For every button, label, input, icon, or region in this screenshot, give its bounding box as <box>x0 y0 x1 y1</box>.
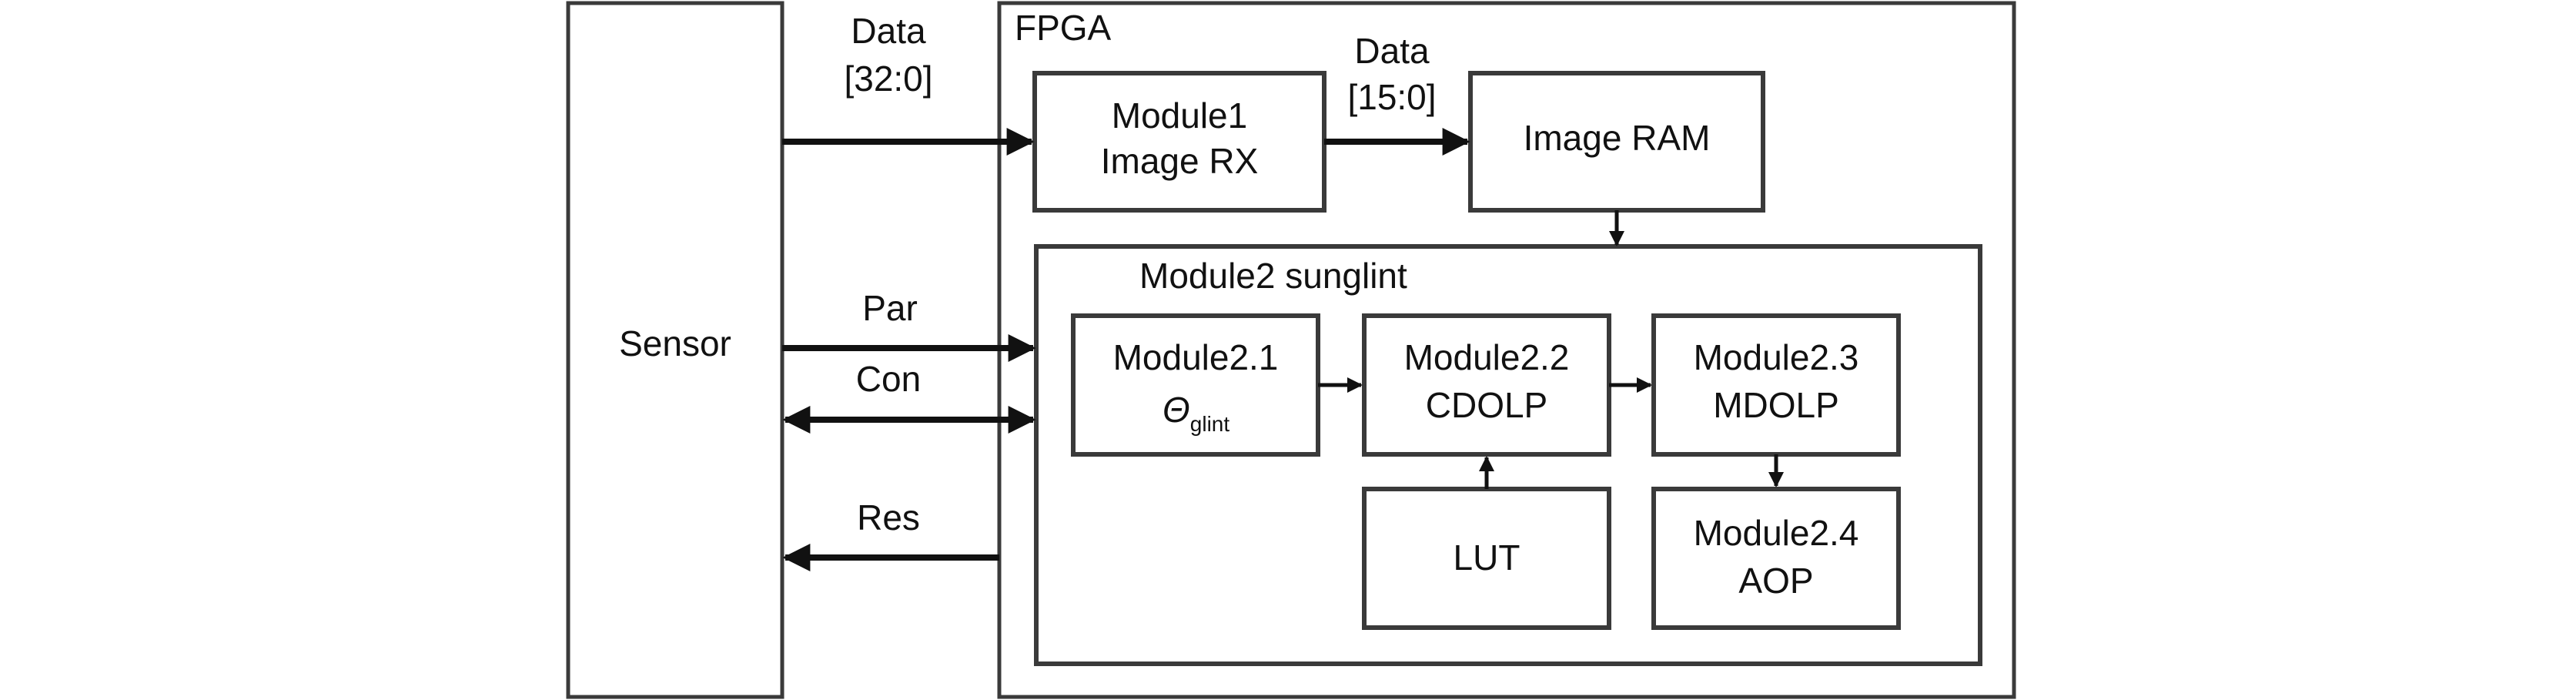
res-signal: Res <box>782 497 999 571</box>
fpga-label: FPGA <box>1015 8 1112 48</box>
module2-4-aop-block: Module2.4 AOP <box>1651 487 1901 630</box>
data-15-label-line2: [15:0] <box>1347 77 1436 117</box>
con-signal: Con <box>782 359 1036 434</box>
module1-title: Module1 <box>1112 95 1247 136</box>
data-15-label-line1: Data <box>1354 31 1430 71</box>
module2-2-subtitle: CDOLP <box>1426 385 1547 425</box>
sensor-block: Sensor <box>566 1 785 699</box>
module1-image-rx-block: Module1 Image RX <box>1032 71 1326 213</box>
data-32-label-line1: Data <box>851 11 926 51</box>
module1-subtitle: Image RX <box>1101 141 1259 181</box>
module2-label: Module2 sunglint <box>1139 256 1407 296</box>
par-signal: Par <box>782 288 1036 362</box>
module2-4-subtitle: AOP <box>1738 561 1813 601</box>
theta-symbol: Θ <box>1163 390 1190 430</box>
res-label: Res <box>857 497 920 538</box>
par-label: Par <box>862 288 918 328</box>
module2-3-mdolp-block: Module2.3 MDOLP <box>1651 313 1901 457</box>
module2-3-title: Module2.3 <box>1694 337 1859 377</box>
data-32-signal: Data [32:0] <box>782 11 1035 156</box>
sensor-label: Sensor <box>619 323 731 363</box>
module2-2-cdolp-block: Module2.2 CDOLP <box>1362 313 1611 457</box>
lut-block: LUT <box>1362 487 1611 630</box>
module2-4-title: Module2.4 <box>1694 513 1859 553</box>
module2-1-theta-glint-block: Module2.1 Θglint <box>1071 313 1320 457</box>
image-ram-label: Image RAM <box>1524 118 1711 158</box>
module2-2-title: Module2.2 <box>1404 337 1570 377</box>
con-label: Con <box>856 359 921 399</box>
glint-subscript: glint <box>1190 412 1230 436</box>
lut-label: LUT <box>1454 538 1521 578</box>
theta-glint-symbol: Θglint <box>1163 390 1229 436</box>
data-15-signal: Data [15:0] <box>1324 31 1470 156</box>
image-ram-block: Image RAM <box>1468 71 1765 213</box>
module2-3-subtitle: MDOLP <box>1713 385 1839 425</box>
data-32-label-line2: [32:0] <box>844 59 932 99</box>
module2-1-title: Module2.1 <box>1113 337 1279 377</box>
